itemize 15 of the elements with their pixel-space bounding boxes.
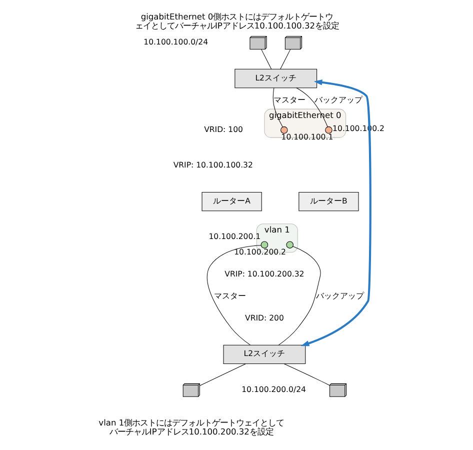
connector [260,49,272,70]
connector [199,364,246,386]
connector [206,245,261,346]
connector [278,246,320,346]
node-circle [280,126,288,134]
diagram-title: gigabitEthernet 0側ホストにはデフォルトゲートウェイとしてバーチャルIPアドレス10.100.100.32を設定 [134,11,339,31]
node-circle [260,241,268,248]
connector [283,364,330,386]
connector [272,88,282,128]
caption: vlan 1側ホストにはデフォルトゲートウェイとしてバーチャルIPアドレス10.100.200.32を設定 [98,417,284,437]
connector [280,49,290,70]
connector [296,88,328,128]
node-circle [286,241,293,248]
arrow [300,79,371,346]
node-circle [324,126,332,134]
